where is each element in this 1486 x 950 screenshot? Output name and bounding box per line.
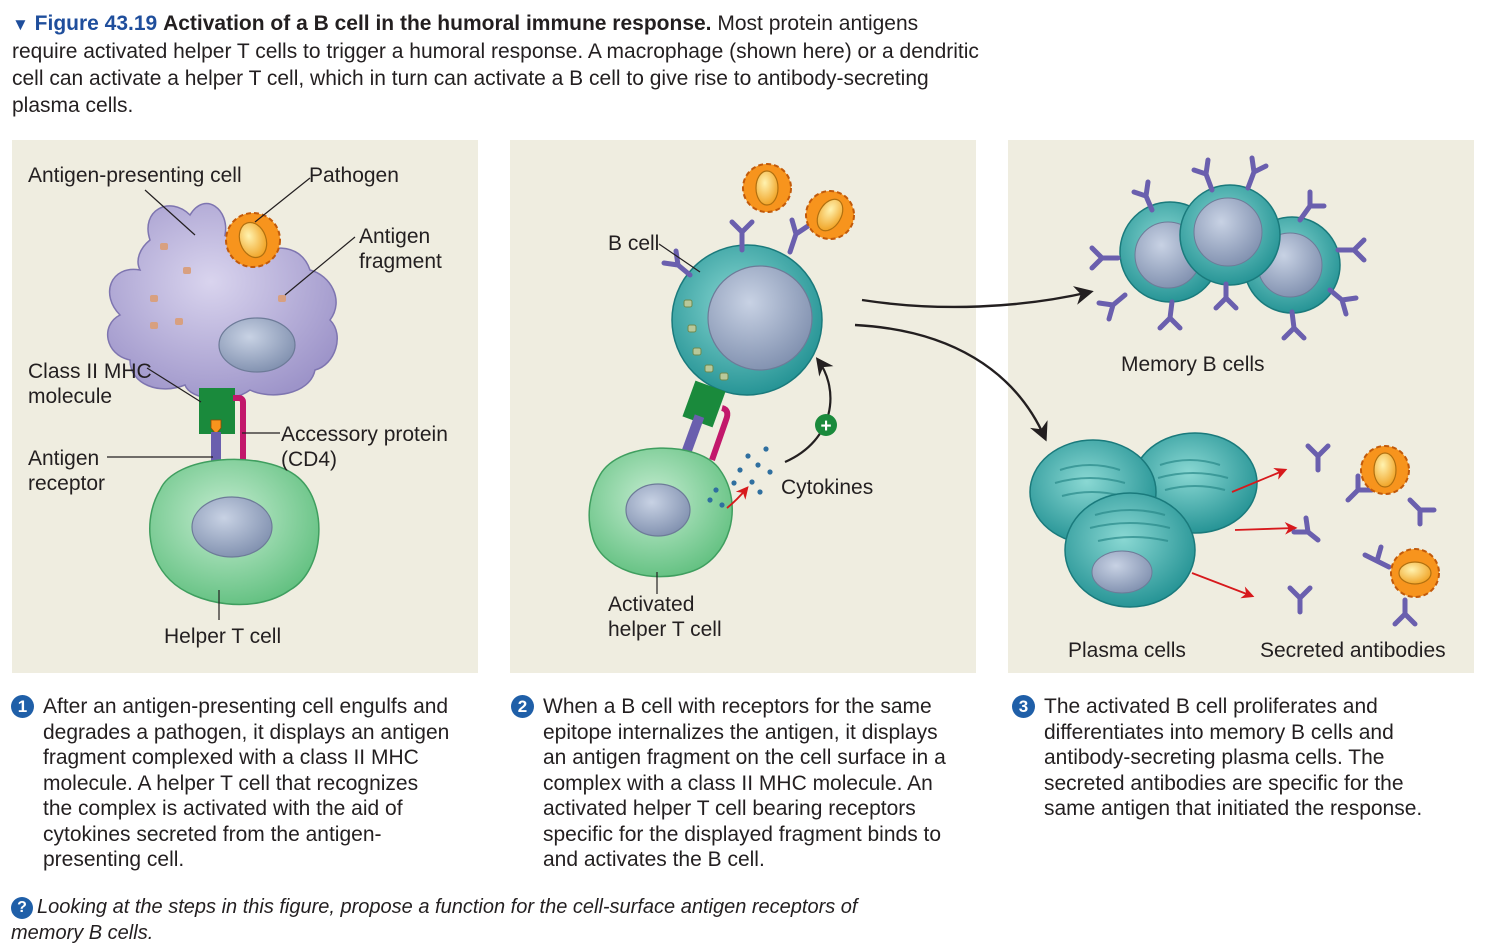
secreted-antibody-icons [1287,443,1437,627]
label-class-ii-mhc-line1: Class II MHC [28,360,152,383]
label-memory-b-cells: Memory B cells [1121,353,1265,376]
caption-body: Most protein antigens require activated … [12,12,979,117]
memory-b-cell [1179,184,1281,286]
helper-t-cell [149,458,320,606]
label-activated-helper-line1: Activated [608,593,694,616]
label-accessory-protein-line2: (CD4) [281,448,337,471]
svg-text:+: + [820,416,831,437]
pathogen-icon [1390,548,1440,598]
t-cell-receptor [211,432,221,466]
question-text: Looking at the steps in this figure, pro… [11,896,858,944]
antibody-secretion-arrows [1191,468,1298,599]
step-2-number-icon: 2 [511,695,534,718]
b-cell-receptor-icons [661,217,811,278]
pathogen-icon [1360,445,1410,495]
activated-t-cell-receptor [681,414,705,454]
pathogen-icon [805,190,855,240]
plus-icon: + [815,414,837,437]
b-cell [671,244,823,396]
review-question: ?Looking at the steps in this figure, pr… [11,894,911,946]
step-2-text: When a B cell with receptors for the sam… [543,695,946,871]
antigen-fragment-on-mhc [210,419,222,435]
step-3-text: The activated B cell proliferates and di… [1044,695,1423,820]
cd4-accessory-protein [233,395,246,468]
b-cell-mhc-molecule [682,380,726,428]
plasma-cell [1064,492,1196,608]
label-antigen-receptor-line2: receptor [28,472,105,495]
label-cytokines: Cytokines [781,476,873,499]
label-helper-t-cell: Helper T cell [164,625,281,648]
arrow-to-plasma-cells [854,323,1048,442]
cytokine-release-arrow [726,486,749,509]
step-1-number-icon: 1 [11,695,34,718]
activated-helper-t-cell [588,447,733,578]
figure-caption: ▼ Figure 43.19 Activation of a B cell in… [12,10,987,119]
step-3-number-icon: 3 [1012,695,1035,718]
label-antigen-receptor-line1: Antigen [28,447,99,470]
label-accessory-protein-line1: Accessory protein [281,423,448,446]
activated-cd4-protein [709,405,731,461]
panel2-label-lines [656,243,701,594]
label-secreted-antibodies: Secreted antibodies [1260,639,1446,662]
arrow-to-memory-cells [861,286,1094,309]
memory-cell-receptor-icons [1089,155,1367,341]
label-antigen-fragment-line2: fragment [359,250,442,273]
step-1: 1 After an antigen-presenting cell engul… [11,694,451,873]
caption-triangle-icon: ▼ [12,15,29,34]
cytokine-dots [707,446,773,508]
label-antigen-presenting-cell: Antigen-presenting cell [28,164,242,187]
question-icon: ? [11,897,33,919]
label-class-ii-mhc-line2: molecule [28,385,112,408]
step-3: 3 The activated B cell proliferates and … [1012,694,1452,822]
step-1-text: After an antigen-presenting cell engulfs… [43,695,450,871]
label-b-cell: B cell [608,232,659,255]
label-activated-helper-line2: helper T cell [608,618,722,641]
pathogen-icon [742,163,792,213]
pathogen-icon [225,212,281,268]
panel1-label-lines [107,177,356,620]
step-2: 2 When a B cell with receptors for the s… [511,694,966,873]
label-plasma-cells: Plasma cells [1068,639,1186,662]
figure-title: Activation of a B cell in the humoral im… [163,12,712,35]
b-cell-vesicles [683,299,729,381]
apc-antigen-fragments [150,243,286,329]
apc-nucleus [218,317,296,373]
label-pathogen: Pathogen [309,164,399,187]
label-antigen-fragment-line1: Antigen [359,225,430,248]
figure-number: Figure 43.19 [34,12,158,35]
cytokine-activation-arrow [784,357,834,464]
